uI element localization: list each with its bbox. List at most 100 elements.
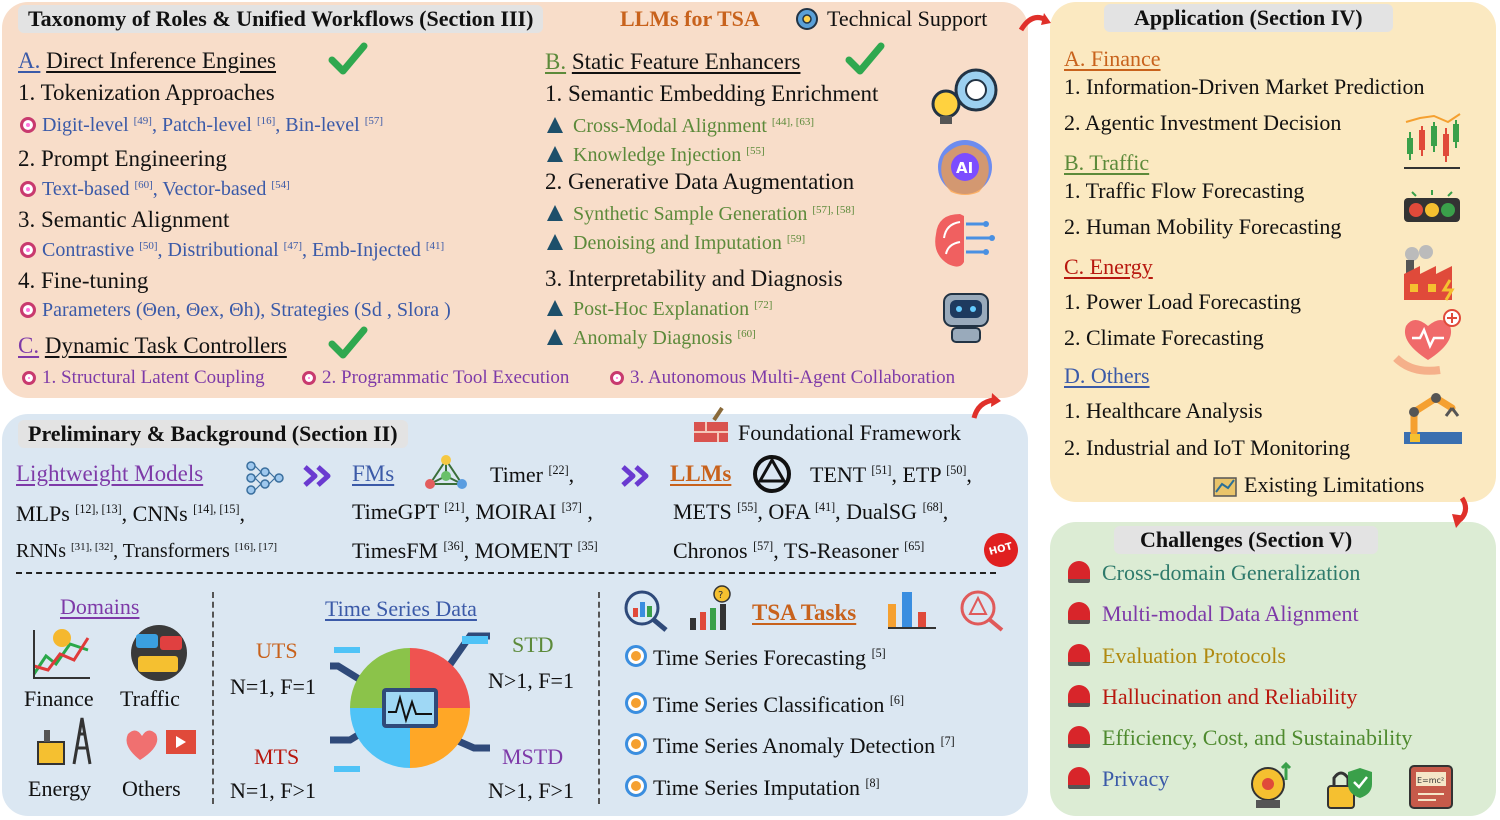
c-item: 1. Structural Latent Coupling [22,367,265,389]
target-icon [302,371,316,385]
challenge-item: Cross-domain Generalization [1068,560,1360,586]
mountain-icon [547,234,563,250]
time-series-pie-icon [330,632,490,772]
fm-line: TimeGPT [21], MOIRAI [37] , [352,499,593,524]
alarm-icon [1068,602,1090,624]
traffic-icon [131,625,187,681]
b-heading: B. Static Feature Enhancers [545,49,800,75]
challenge-item: Efficiency, Cost, and Sustainability [1068,725,1412,751]
b-group-title: 3. Interpretability and Diagnosis [545,266,843,291]
svg-text:E=mc²: E=mc² [1417,776,1444,785]
svg-text:AI: AI [956,159,973,177]
a-item-title: 3. Semantic Alignment [18,207,230,232]
a-item-title: 1. Tokenization Approaches [18,80,275,105]
b-item: Anomaly Diagnosis [60] [547,327,756,350]
a-item-title: 4. Fine-tuning [18,268,149,293]
app-section-title: B. Traffic [1064,150,1150,175]
fm-line: TimesFM [36], MOMENT [35] [352,538,598,563]
arrow-icon [1018,13,1051,32]
llm-line: METS [55], OFA [41], DualSG [68], [673,499,949,524]
b-title: Static Feature Enhancers [571,49,801,74]
app-section-title: C. Energy [1064,254,1153,279]
a-item-detail: Digit-level [49], Patch-level [16], Bin-… [20,114,383,137]
a-heading: A. Direct Inference Engines [18,48,276,74]
mts-desc: N=1, F>1 [230,778,316,803]
task-item: Time Series Forecasting [5] [625,645,886,671]
double-chevron-icon [621,465,649,487]
a-item-detail: Parameters (Θen, Θex, Θh), Strategies (S… [20,299,451,322]
traffic-light-icon [1404,190,1460,222]
app-section-title: D. Others [1064,363,1150,388]
target-icon [20,302,36,318]
network-icon [425,455,467,489]
b-letter: B. [545,49,567,74]
b-item: Post-Hoc Explanation [72] [547,298,772,321]
b-item: Denoising and Imputation [59] [547,232,805,255]
app-section-title: A. Finance [1064,46,1161,71]
existing-limitations-label: Existing Limitations [1244,472,1425,497]
check-icon [328,326,368,359]
lock-shield-icon [1327,768,1372,809]
openai-icon [753,455,791,493]
challenge-item: Privacy [1068,766,1169,792]
formula-book-icon: E=mc² [1409,765,1453,809]
target-icon [610,371,624,385]
app-item: 1. Traffic Flow Forecasting [1064,178,1305,203]
mountain-icon [547,205,563,221]
check-icon [328,42,368,75]
mountain-icon [547,329,563,345]
llms-for-tsa-label: LLMs for TSA [620,6,760,31]
double-chevron-icon [303,465,331,487]
foundational-framework-label: Foundational Framework [738,420,962,445]
brick-wall-icon [694,406,728,442]
c-title: Dynamic Task Controllers [44,333,287,358]
finance-chart-icon [32,629,90,679]
target-icon [625,733,647,755]
divider [598,592,600,804]
c-letter: C. [18,333,40,358]
llm-line: TENT [51], ETP [50], [810,462,972,487]
robot-arm-icon [1404,393,1462,444]
uts-label: UTS [256,638,298,663]
app-item: 1. Power Load Forecasting [1064,289,1302,314]
target-icon [20,117,36,133]
lightbulb-gear-icon [931,68,998,124]
mountain-icon [547,117,563,133]
fms-label: FMs [352,461,395,486]
health-media-icon [126,730,196,760]
technical-support-label: Technical Support [827,6,988,31]
alarm-icon [1068,644,1090,666]
a-letter: A. [18,48,41,73]
app-item: 1. Information-Driven Market Prediction [1064,74,1425,99]
arrow-icon [1452,496,1468,528]
app-item: 2. Industrial and IoT Monitoring [1064,435,1351,460]
c-heading: C. Dynamic Task Controllers [18,333,287,359]
a-item-detail: Text-based [60], Vector-based [54] [20,178,290,201]
mountain-icon [547,300,563,316]
lightweight-line: MLPs [12], [13], CNNs [14], [15], [16,501,245,526]
gear-icon [796,8,818,30]
factory-icon [1404,245,1455,301]
target-icon [20,181,36,197]
fm-line: Timer [22], [490,462,575,487]
a-title: Direct Inference Engines [46,48,277,73]
b-item: Synthetic Sample Generation [57], [58] [547,203,855,226]
tools-chart-icon [888,592,936,629]
b-group-title: 2. Generative Data Augmentation [545,169,855,194]
preliminary-header: Preliminary & Background (Section II) [18,420,408,448]
tsa-tasks-title: TSA Tasks [752,600,857,625]
b-group-title: 1. Semantic Embedding Enrichment [545,81,879,106]
robot-icon [943,293,989,343]
ai-brain-icon: AI [938,140,992,195]
domains-title: Domains [60,594,140,619]
llm-line: Chronos [57], TS-Reasoner [65] [673,538,925,563]
candlestick-icon [1404,113,1461,169]
std-desc: N>1, F=1 [488,668,574,693]
magnifier-chart-icon [624,590,668,632]
target-icon [20,242,36,258]
anomaly-search-icon [960,590,1004,632]
c-item: 2. Programmatic Tool Execution [302,367,569,389]
c-item: 3. Autonomous Multi-Agent Collaboration [610,367,955,389]
domain-label: Finance [24,686,94,711]
arrow-icon [971,393,1001,419]
